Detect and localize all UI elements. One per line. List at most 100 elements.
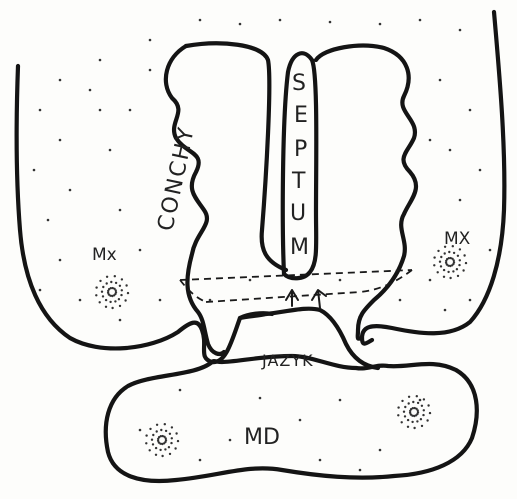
region-dot (119, 285, 121, 287)
region-dot (437, 250, 439, 252)
stipple-dot (379, 449, 382, 452)
region-dot (177, 440, 179, 442)
stipple-dot (399, 299, 402, 302)
stipple-dot (129, 109, 132, 112)
left-arrow-mark (286, 290, 298, 306)
region-dot (433, 264, 435, 266)
label-septum-2: E (294, 103, 308, 128)
region-dot (403, 411, 405, 413)
region-dot (170, 442, 172, 444)
region-dot (407, 426, 409, 428)
region-dot (106, 282, 108, 284)
region-dot (145, 442, 147, 444)
region-dot (407, 419, 409, 421)
region-dot (161, 455, 163, 457)
region-dot (413, 427, 415, 429)
stipple-dot (99, 109, 102, 112)
region-dot (423, 409, 425, 411)
region-dot (159, 449, 161, 451)
region-dot (156, 424, 158, 426)
region-dot (422, 414, 424, 416)
region-dot (429, 412, 431, 414)
region-dot (417, 411, 419, 413)
label-septum-3: P (294, 137, 307, 162)
region-dot (459, 259, 461, 261)
region-dot (115, 291, 117, 293)
stipple-dot (449, 149, 452, 152)
stipple-dot (249, 279, 252, 282)
stipple-dot (259, 397, 262, 400)
region-dot (121, 289, 123, 291)
region-dot (149, 449, 151, 451)
stipple-dot (229, 439, 232, 442)
region-dot (404, 406, 406, 408)
region-dot (99, 301, 101, 303)
region-dot (444, 252, 446, 254)
region-dot (174, 447, 176, 449)
stipple-dot (59, 139, 62, 142)
region-dot (457, 255, 459, 257)
region-dot (433, 256, 435, 258)
region-dot (421, 405, 423, 407)
stipple-dot (59, 79, 62, 82)
stipple-dot (59, 259, 62, 262)
region-dot (401, 421, 403, 423)
stipple-dot (459, 199, 462, 202)
region-dot (110, 281, 112, 283)
region-dot (439, 261, 441, 263)
stipple-dot (179, 389, 182, 392)
stipple-dot (199, 459, 202, 462)
stipple-dot (149, 69, 152, 72)
stipple-dot (47, 219, 50, 222)
label-septum-group: S E P T U M (290, 71, 309, 260)
stipple-dot (319, 459, 322, 462)
stipple-dot (379, 23, 382, 26)
region-dot (156, 430, 158, 432)
label-septum-5: U (290, 201, 306, 226)
stipple-dot (149, 39, 152, 42)
stipple-dot (89, 89, 92, 92)
region-dot (423, 398, 425, 400)
region-dot (121, 278, 123, 280)
region-dot (145, 434, 147, 436)
stipple-dot (444, 309, 447, 312)
stipple-dot (429, 279, 432, 282)
region-dot (426, 419, 428, 421)
region-dot (155, 447, 157, 449)
right-arrow-mark (312, 290, 326, 308)
label-septum-1: S (292, 71, 306, 96)
region-dot (411, 421, 413, 423)
stipple-dot (119, 209, 122, 212)
region-dot (124, 299, 126, 301)
stipple-dot (479, 169, 482, 172)
stipple-dot (419, 399, 422, 402)
region-dot (118, 298, 120, 300)
stipple-dot (69, 189, 72, 192)
region-dot (453, 252, 455, 254)
region-dot (465, 262, 467, 264)
stipple-dot (139, 249, 142, 252)
region-dot (105, 299, 107, 301)
region-dot (114, 275, 116, 277)
region-dot (160, 429, 162, 431)
region-dot (171, 437, 173, 439)
region-dot (397, 406, 399, 408)
stipple-dot (39, 109, 42, 112)
region-dot (114, 300, 116, 302)
region-dot (457, 275, 459, 277)
stipple-dot (39, 289, 42, 292)
region-dot (408, 396, 410, 398)
region-dot (447, 271, 449, 273)
label-septum-4: T (291, 169, 306, 194)
stipple-dot (419, 19, 422, 22)
lower-dashed-line (206, 292, 360, 302)
region-dot (404, 415, 406, 417)
stipple-dot (489, 249, 492, 252)
region-dot (463, 254, 465, 256)
region-dot (412, 401, 414, 403)
region-dot (165, 430, 167, 432)
region-dot (169, 453, 171, 455)
region-dot (120, 294, 122, 296)
region-dot (152, 443, 154, 445)
